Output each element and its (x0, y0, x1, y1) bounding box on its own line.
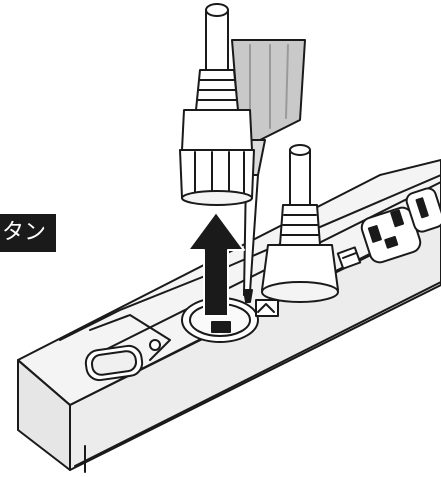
plug-2-base (261, 281, 339, 303)
tamper-button-icon (255, 299, 279, 317)
switch-mark (342, 252, 357, 259)
rear-outlet-slot-2 (390, 209, 405, 228)
rear-outlet-ground (384, 235, 399, 249)
strip-bottom-edge (74, 281, 441, 467)
power-switch-icon (336, 246, 362, 270)
power-outlet-icon (360, 187, 441, 264)
power-plug-icon (261, 144, 339, 303)
far-outlet-slot (415, 197, 429, 219)
plug-1-cord-end (205, 3, 229, 17)
screwdriver-tip (243, 289, 253, 303)
screwdriver-handle-groove-3 (285, 44, 289, 119)
rear-outlet-slot-1 (367, 225, 382, 243)
strip-inner-lip (59, 174, 441, 341)
mounting-screw-icon (149, 339, 161, 351)
upward-arrow-shape (187, 211, 245, 317)
plug-2-cord (289, 149, 311, 211)
outlet-slot (211, 321, 231, 333)
upward-arrow-icon (187, 211, 245, 317)
callout-label: タン (0, 214, 56, 252)
mounting-hole (84, 339, 161, 382)
mounting-hole-inner (90, 350, 138, 376)
plug-2-cord-end (289, 144, 311, 156)
plug-1-body-upper (181, 109, 253, 151)
plug-1-base (181, 190, 253, 206)
strip-end-cap-line (89, 314, 171, 361)
power-plug-icon (179, 3, 255, 206)
plug-1-cord (205, 9, 229, 76)
release-button-mark (257, 303, 275, 313)
release-button (255, 299, 279, 317)
